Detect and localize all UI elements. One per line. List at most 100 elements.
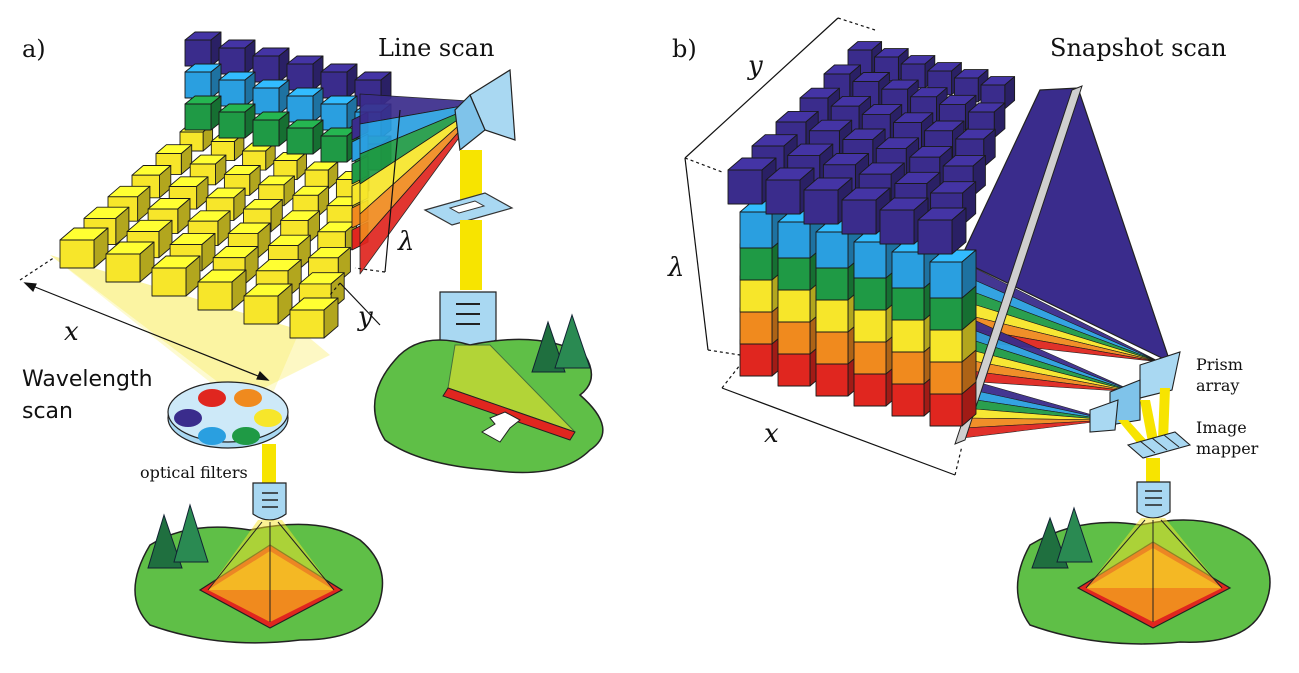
optical-filters-label: optical filters — [140, 463, 248, 482]
snapshot-trees — [1031, 506, 1093, 569]
wavelength-scan-label-line1: Wavelength — [22, 367, 153, 392]
wavelength-scan-label-line2: scan — [22, 399, 73, 424]
panel-b: b) Snapshot scan y λ x Prism array Image… — [667, 17, 1271, 645]
cube-b-layer-cell-front — [739, 307, 773, 345]
image-mapper-label-line2: mapper — [1196, 439, 1259, 458]
snapshot-separator-plate — [954, 85, 1083, 445]
panel-a-label: a) — [22, 35, 46, 63]
cube-b-layer-cell-front — [891, 379, 925, 417]
cube-b-layer-cell-front — [739, 211, 773, 249]
cube-b-layer-cell-front — [777, 349, 811, 387]
cube-b-layer-cell-front — [929, 389, 963, 427]
cube-a-wall-cell-front — [320, 71, 348, 99]
image-mapper-rays — [1118, 388, 1170, 444]
cube-a-wall-cell-front — [286, 127, 314, 155]
cube-a-wall-cell-front — [320, 135, 348, 163]
prism-array-label-line1: Prism — [1196, 355, 1243, 374]
cube-b-layer-cell-front — [853, 337, 887, 375]
cube-b-layer-cell-front — [815, 263, 849, 301]
cube-b-layer-cell-front — [853, 305, 887, 343]
wavelength-scan-trees — [147, 503, 209, 569]
cube-b-layer-cell-front — [891, 347, 925, 385]
cube-a-wall-cell-front — [320, 103, 348, 131]
panel-a: a) Line scan Wavelength scan x y λ optic… — [19, 31, 604, 644]
panel-a-lambda-label: λ — [397, 227, 414, 257]
cube-b-violet-cell-front — [879, 209, 915, 245]
prism-array-label-line2: array — [1196, 376, 1239, 395]
line-scan-dispersion-fan — [359, 93, 486, 275]
cube-b-layer-cell-front — [815, 231, 849, 269]
cube-a-yellow-cell-front — [59, 239, 95, 269]
line-scan-title: Line scan — [378, 34, 494, 62]
panel-a-x-axis-label: x — [64, 317, 79, 347]
cube-a-wall-cell-front — [218, 47, 246, 75]
snapshot-scan-title: Snapshot scan — [1050, 34, 1227, 62]
cube-a-yellow-cell-front — [289, 309, 325, 339]
cube-b-layer-cell-front — [777, 285, 811, 323]
cube-a-yellow-cell-front — [243, 295, 279, 325]
cube-b-layer-cell-front — [891, 315, 925, 353]
panel-b-x-axis-label: x — [764, 419, 779, 449]
cube-a-wall-cell-front — [184, 39, 212, 67]
cube-b-violet-cell-front — [841, 199, 877, 235]
cube-a-yellow-cell-front — [151, 267, 187, 297]
cube-b-violet-cell-front — [917, 219, 953, 255]
panel-b-label: b) — [672, 35, 697, 63]
cube-b-layer-cell-front — [739, 339, 773, 377]
cube-a-yellow-cell-front — [273, 160, 298, 181]
cube-a-wall-cell-front — [252, 87, 280, 115]
line-scan-datacube — [59, 31, 392, 339]
panel-b-lambda-label: λ — [667, 253, 684, 283]
snapshot-beam — [1146, 458, 1160, 483]
cube-b-layer-cell-front — [891, 283, 925, 321]
panel-b-dimension-lines — [684, 17, 963, 476]
cube-b-layer-cell-front — [815, 295, 849, 333]
wavelength-projection-cone-2 — [50, 255, 300, 400]
cube-a-yellow-cell-front — [105, 253, 141, 283]
line-scan-objective-lens — [439, 291, 497, 349]
cube-b-layer-cell-front — [853, 273, 887, 311]
wavelength-scan-objective-lens — [252, 482, 287, 521]
line-scan-trees — [531, 313, 591, 373]
prism-array — [1089, 351, 1181, 433]
snapshot-objective-lens — [1136, 481, 1171, 519]
cube-b-layer-cell-front — [777, 317, 811, 355]
image-mapper-label-line1: Image — [1196, 418, 1247, 437]
wavelength-scan-beam — [262, 444, 276, 484]
cube-b-violet-cell-front — [765, 179, 801, 215]
image-mapper — [1126, 431, 1192, 459]
cube-b-layer-cell-front — [739, 275, 773, 313]
cube-a-wall-cell-front — [184, 71, 212, 99]
cube-a-wall-cell-front — [286, 63, 314, 91]
cube-a-wall-cell-front — [286, 95, 314, 123]
cube-b-layer-cell-front — [739, 243, 773, 281]
scan-direction-arrow — [481, 411, 521, 443]
cube-a-wall-cell-front — [218, 111, 246, 139]
line-scan-fan-band — [359, 101, 486, 275]
snapshot-datacube — [727, 41, 1016, 427]
cube-b-violet-cell-front — [803, 189, 839, 225]
wavelength-projection-cone — [50, 255, 330, 395]
cube-b-layer-cell-front — [929, 261, 963, 299]
cube-b-layer-cell-front — [815, 359, 849, 397]
optical-filter-wheel — [167, 381, 289, 449]
panel-a-y-axis-label: y — [357, 302, 373, 332]
panel-a-dimension-lines — [19, 109, 401, 381]
cube-b-layer-cell-front — [777, 221, 811, 259]
cube-b-layer-cell-front — [891, 251, 925, 289]
panel-b-y-axis-label: y — [747, 51, 763, 81]
cube-b-violet-cell-front — [727, 169, 763, 205]
cube-a-wall-cell-front — [252, 55, 280, 83]
cube-b-layer-cell-front — [929, 325, 963, 363]
cube-b-layer-cell-front — [853, 241, 887, 279]
line-scan-prism — [454, 68, 516, 152]
cube-b-layer-cell-front — [853, 369, 887, 407]
cube-b-layer-cell-front — [929, 357, 963, 395]
cube-a-wall-cell-front — [218, 79, 246, 107]
cube-a-yellow-cell-front — [197, 281, 233, 311]
cube-b-layer-cell-front — [929, 293, 963, 331]
cube-a-wall-cell-front — [252, 119, 280, 147]
cube-b-layer-cell-front — [815, 327, 849, 365]
line-scan-beam-lower — [460, 220, 482, 290]
cube-b-layer-cell-front — [777, 253, 811, 291]
